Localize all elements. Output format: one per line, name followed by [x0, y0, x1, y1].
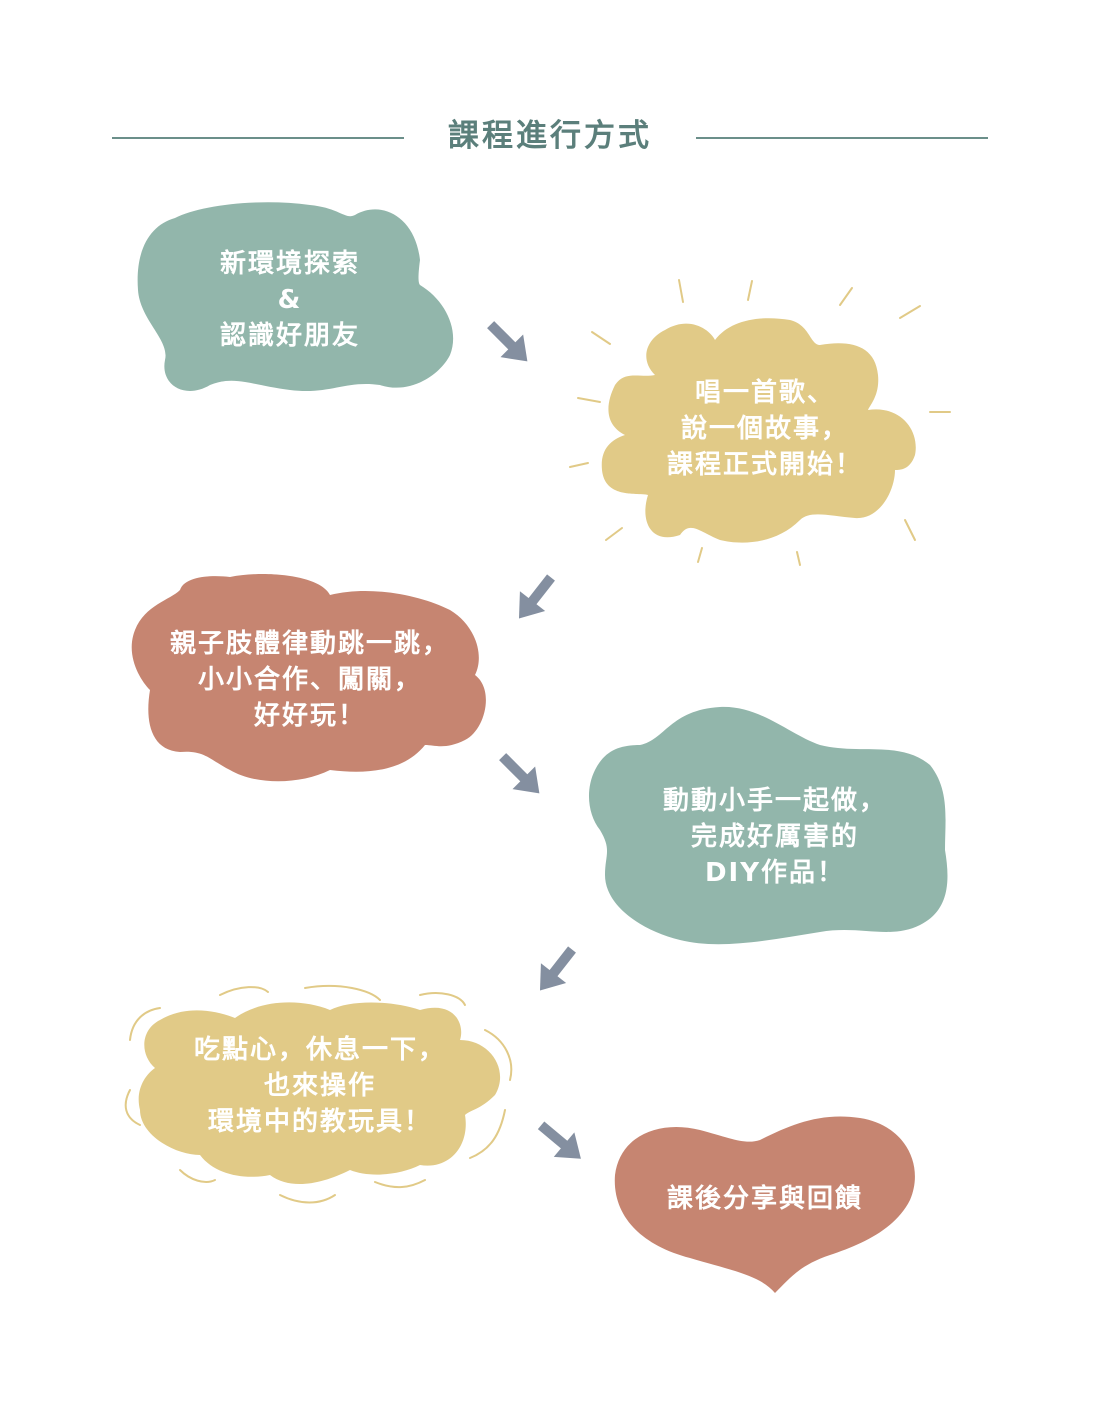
step-5-line-2: 也來操作 [263, 1071, 376, 1101]
step-3-cloud [131, 574, 486, 782]
step-6-line-1: 課後分享與回饋 [666, 1184, 863, 1214]
step-5-line-3: 環境中的教玩具！ [207, 1107, 432, 1137]
arrow-down-right-2 [499, 753, 540, 794]
arrow-down-left-2 [539, 946, 576, 991]
step-2-line-1: 唱一首歌、 [694, 378, 835, 408]
arrow-down-left-1 [518, 574, 555, 619]
step-1-line-1: 新環境探索 [219, 249, 360, 279]
flow-arrows [487, 321, 581, 1159]
step-3-text: 親子肢體律動跳一跳， 小小合作、闖關， 好好玩！ [150, 626, 470, 734]
step-2-cloud [601, 318, 916, 543]
step-4-line-2: 完成好厲害的 [690, 822, 859, 852]
step-5-line-1: 吃點心，休息一下， [193, 1035, 446, 1065]
step-6-heart [614, 1116, 915, 1293]
step-1-text: 新環境探索 & 認識好朋友 [190, 246, 390, 354]
step-4-line-1: 動動小手一起做， [662, 786, 887, 816]
step-4-line-3: DIY作品！ [704, 858, 846, 888]
arrow-down-right-3 [537, 1121, 581, 1159]
step-3-line-1: 親子肢體律動跳一跳， [169, 629, 450, 659]
title-rule-right [696, 137, 988, 139]
title-rule-left [112, 137, 404, 139]
step-5-cloud [138, 1002, 501, 1185]
page-title: 課程進行方式 [448, 118, 652, 154]
arrow-down-right-1 [487, 321, 528, 362]
step-2-text: 唱一首歌、 說一個故事， 課程正式開始！ [650, 375, 880, 483]
step-3-line-3: 好好玩！ [253, 701, 366, 731]
step-2-line-3: 課程正式開始！ [666, 450, 863, 480]
step-4-text: 動動小手一起做， 完成好厲害的 DIY作品！ [640, 783, 910, 891]
step-2-sparkle-lines [569, 279, 951, 566]
step-1-cloud [137, 202, 454, 392]
step-1-line-3: 認識好朋友 [219, 321, 360, 351]
step-2-line-2: 說一個故事， [680, 414, 849, 444]
step-5-motion-lines [124, 984, 513, 1204]
step-5-text: 吃點心，休息一下， 也來操作 環境中的教玩具！ [170, 1032, 470, 1140]
step-4-cloud [588, 706, 948, 945]
step-1-line-2: & [277, 285, 303, 315]
step-3-line-2: 小小合作、闖關， [197, 665, 422, 695]
step-6-text: 課後分享與回饋 [640, 1181, 890, 1217]
